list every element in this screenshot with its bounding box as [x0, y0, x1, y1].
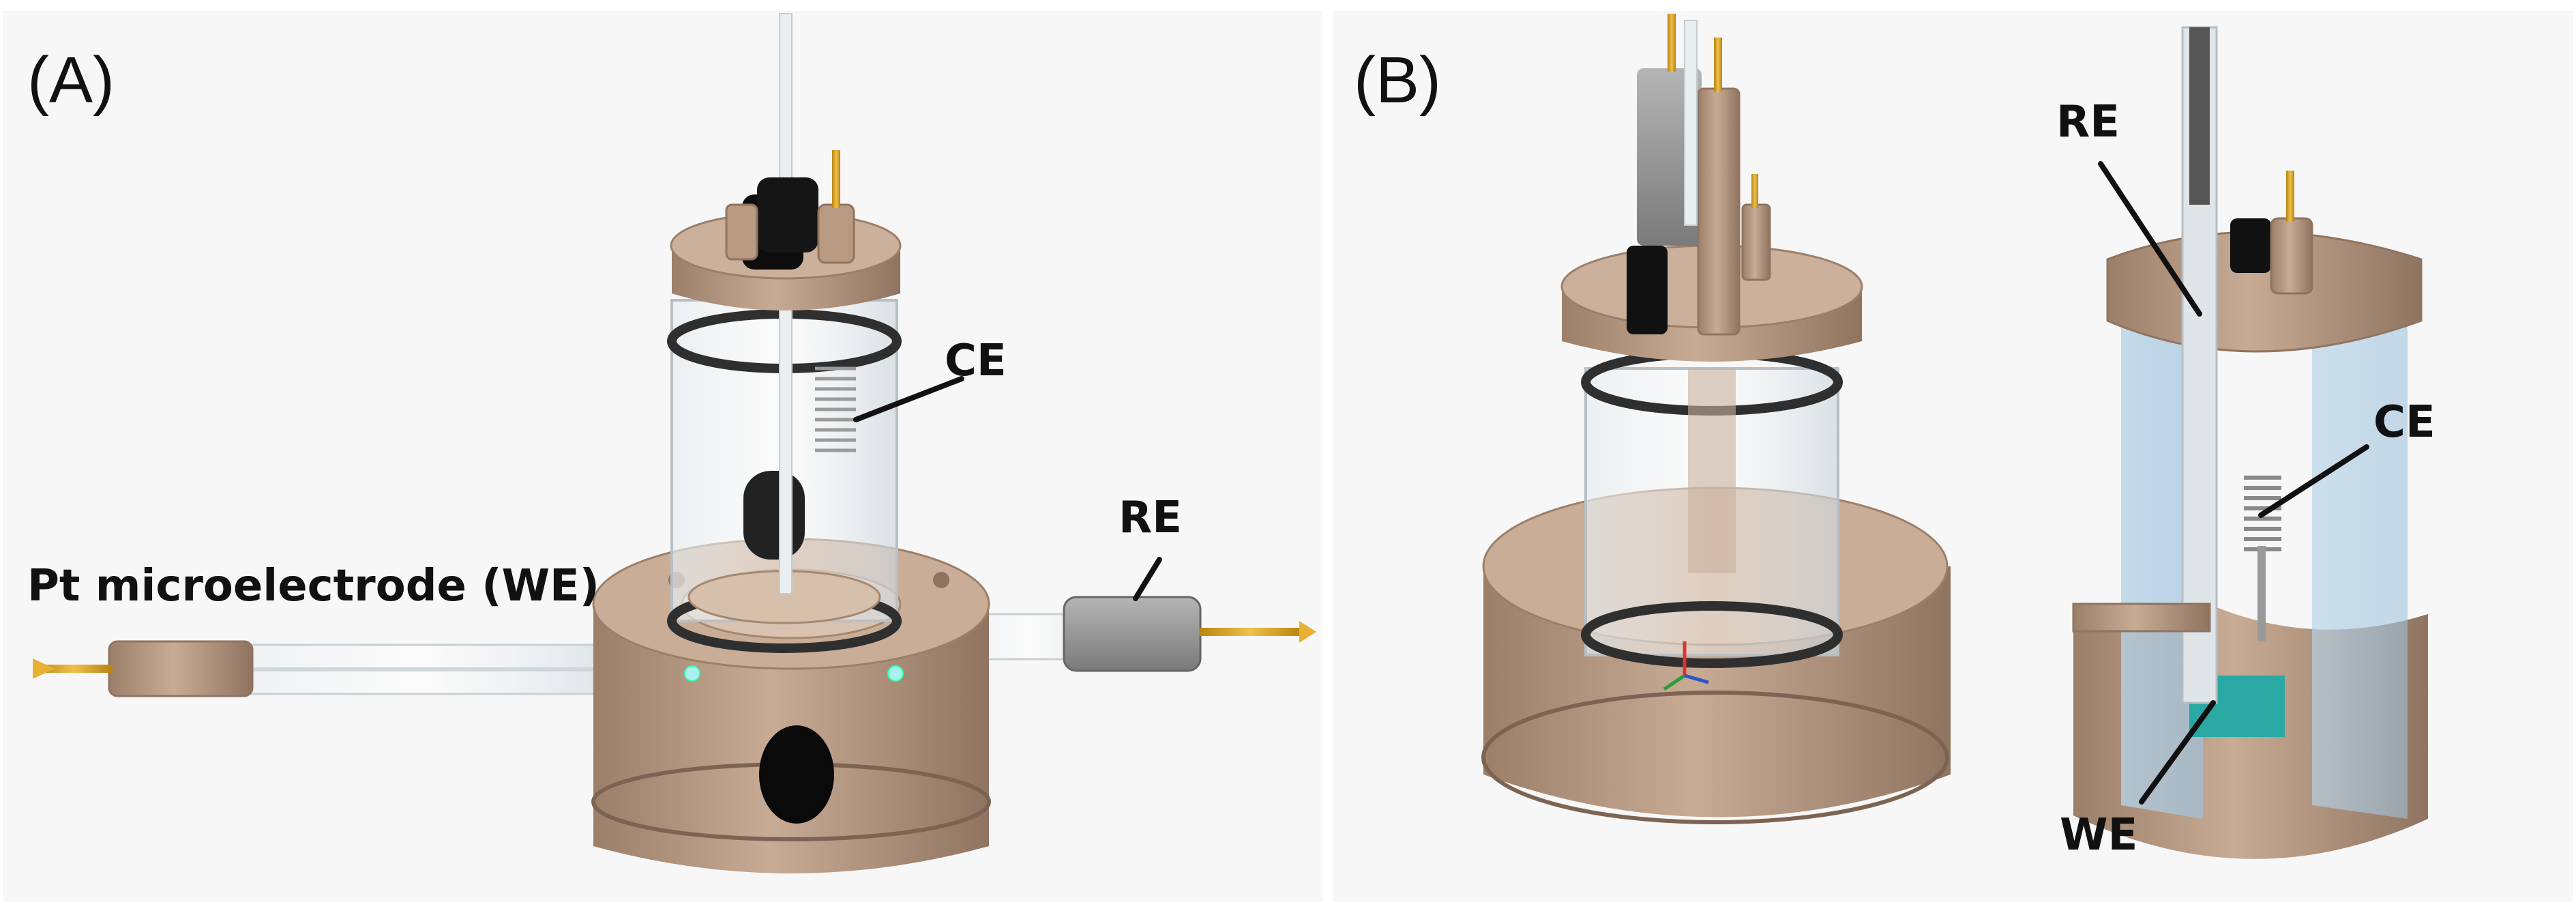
re-leader-a	[1133, 557, 1162, 601]
callout-ce-a: CE	[945, 336, 1007, 386]
axis-triad-icon	[1663, 641, 1709, 691]
callout-re-b: RE	[2056, 97, 2120, 147]
cutaway-cell-illustration	[2072, 26, 2428, 859]
panel-b-label: (B)	[1354, 44, 1441, 117]
ce-leader-a	[853, 376, 964, 422]
we-connector	[108, 640, 254, 697]
electrochemical-cell-illustration	[33, 13, 1316, 873]
panel-b: (B)	[1333, 11, 2573, 902]
ce-coil	[815, 366, 856, 452]
callout-ce-b: CE	[2373, 397, 2436, 448]
glass-cylinder	[667, 13, 902, 653]
we-plug	[743, 471, 805, 560]
re-leader-b	[2098, 161, 2202, 317]
callout-we-a: Pt microelectrode (WE)	[27, 561, 599, 611]
ce-leader-b	[2258, 444, 2369, 518]
electrochemical-cell-intact	[1481, 14, 1951, 824]
re-sleeve	[1063, 596, 1202, 672]
cell-lid	[670, 150, 902, 310]
callout-we-b: WE	[2060, 810, 2137, 860]
we-leader-b	[2139, 700, 2216, 805]
callout-re-a: RE	[1119, 493, 1182, 543]
panel-a-label: (A)	[27, 44, 115, 117]
cutaway-ce-coil	[2244, 476, 2281, 641]
we-tube	[33, 640, 629, 697]
intact-knob	[1627, 246, 1668, 334]
base-port-hole	[759, 725, 834, 824]
panel-a: (A)	[3, 11, 1322, 902]
